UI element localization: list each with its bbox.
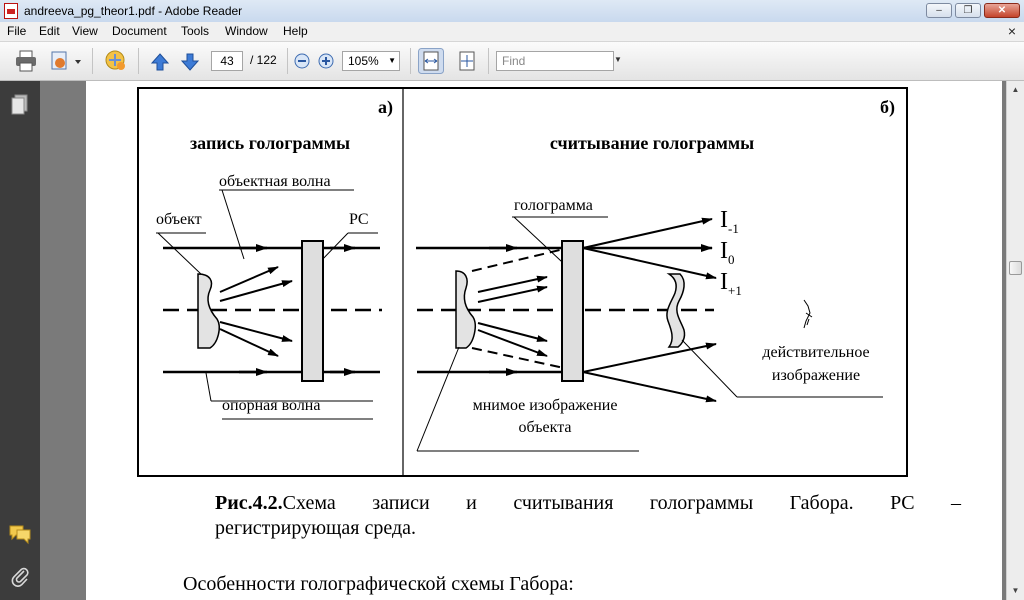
figure-caption: Рис.4.2.Схема записи и считывания гологр… (215, 491, 961, 541)
collaborate-icon[interactable] (103, 48, 129, 74)
reference-wave-label: опорная волна (222, 397, 320, 414)
scroll-down-icon[interactable]: ▼ (1011, 586, 1020, 595)
toolbar: 43 / 122 105% ▼ Find ▼ (0, 42, 1024, 81)
real-image-label-line1: действительное (762, 344, 869, 361)
real-image-shape (666, 273, 686, 348)
fit-width-icon[interactable] (418, 48, 444, 74)
prev-page-icon[interactable] (150, 52, 170, 72)
recording-medium-plate (301, 240, 324, 382)
pages-icon[interactable] (10, 94, 30, 116)
document-close-icon[interactable]: × (1007, 23, 1016, 39)
eye-observer-icon (803, 299, 811, 329)
order-plus1-label: I+1 (720, 269, 742, 298)
caption-figure-number: Рис.4.2. (215, 492, 283, 514)
zoom-value: 105% (348, 54, 379, 68)
menu-help[interactable]: Help (283, 24, 308, 38)
object-shape (197, 273, 220, 349)
fit-page-icon[interactable] (455, 49, 479, 73)
rs-label: PC (349, 211, 369, 228)
panel-a-title: запись голограммы (190, 133, 350, 153)
chevron-down-icon: ▼ (388, 56, 396, 65)
real-image-label-line2: изображение (772, 367, 860, 384)
pdf-page: а) запись голограммы объектная волна объ… (86, 81, 1002, 600)
adobe-reader-icon (4, 3, 18, 19)
section-heading: Особенности голографической схемы Габора… (183, 573, 574, 595)
menu-document[interactable]: Document (112, 24, 167, 38)
order-minus1-label: I-1 (720, 207, 739, 236)
menu-edit[interactable]: Edit (39, 24, 60, 38)
vertical-scrollbar[interactable]: ▲ ▼ (1006, 81, 1024, 600)
minimize-button[interactable]: – (926, 3, 952, 18)
hologram-label: голограмма (514, 197, 593, 214)
order-0-label: I0 (720, 238, 735, 267)
export-icon[interactable] (48, 50, 84, 72)
close-button[interactable]: ✕ (984, 3, 1020, 18)
hologram-plate (561, 240, 584, 382)
find-options-chevron-icon[interactable]: ▼ (614, 55, 622, 64)
zoom-out-icon[interactable] (294, 53, 310, 69)
panel-b-title: считывание голограммы (550, 133, 754, 153)
menu-view[interactable]: View (72, 24, 98, 38)
menu-bar: File Edit View Document Tools Window Hel… (0, 22, 1024, 42)
object-wave-label: объектная волна (219, 173, 331, 190)
object-label: объект (156, 211, 202, 228)
zoom-select[interactable]: 105% ▼ (342, 51, 400, 71)
caption-text-line1: Схема записи и считывания голограммы Габ… (282, 492, 961, 514)
virtual-image-label-line2: объекта (519, 419, 572, 436)
caption-text-line2: регистрирующая среда. (215, 517, 417, 539)
scroll-up-icon[interactable]: ▲ (1011, 85, 1020, 94)
document-area[interactable]: а) запись голограммы объектная волна объ… (40, 81, 1006, 600)
next-page-icon[interactable] (180, 52, 200, 72)
hologram-figure: а) запись голограммы объектная волна объ… (137, 87, 908, 477)
panel-a-label: а) (378, 97, 393, 118)
virtual-image-shape (455, 270, 476, 349)
find-input[interactable]: Find (496, 51, 614, 71)
title-bar: andreeva_pg_theor1.pdf - Adobe Reader – … (0, 0, 1024, 23)
menu-tools[interactable]: Tools (181, 24, 210, 38)
comments-icon[interactable] (8, 523, 32, 545)
virtual-image-label-line1: мнимое изображение (473, 397, 618, 414)
window-title: andreeva_pg_theor1.pdf - Adobe Reader (24, 4, 243, 18)
page-total: / 122 (250, 53, 277, 67)
page-number-input[interactable]: 43 (211, 51, 243, 71)
attachments-icon[interactable] (10, 565, 30, 587)
panel-b-label: б) (880, 97, 895, 118)
zoom-in-icon[interactable] (318, 53, 334, 69)
menu-file[interactable]: File (7, 24, 27, 38)
navigation-panel (0, 81, 40, 600)
scrollbar-thumb[interactable] (1009, 261, 1022, 275)
print-icon[interactable] (14, 50, 38, 72)
maximize-button[interactable]: ❐ (955, 3, 981, 18)
menu-window[interactable]: Window (225, 24, 268, 38)
